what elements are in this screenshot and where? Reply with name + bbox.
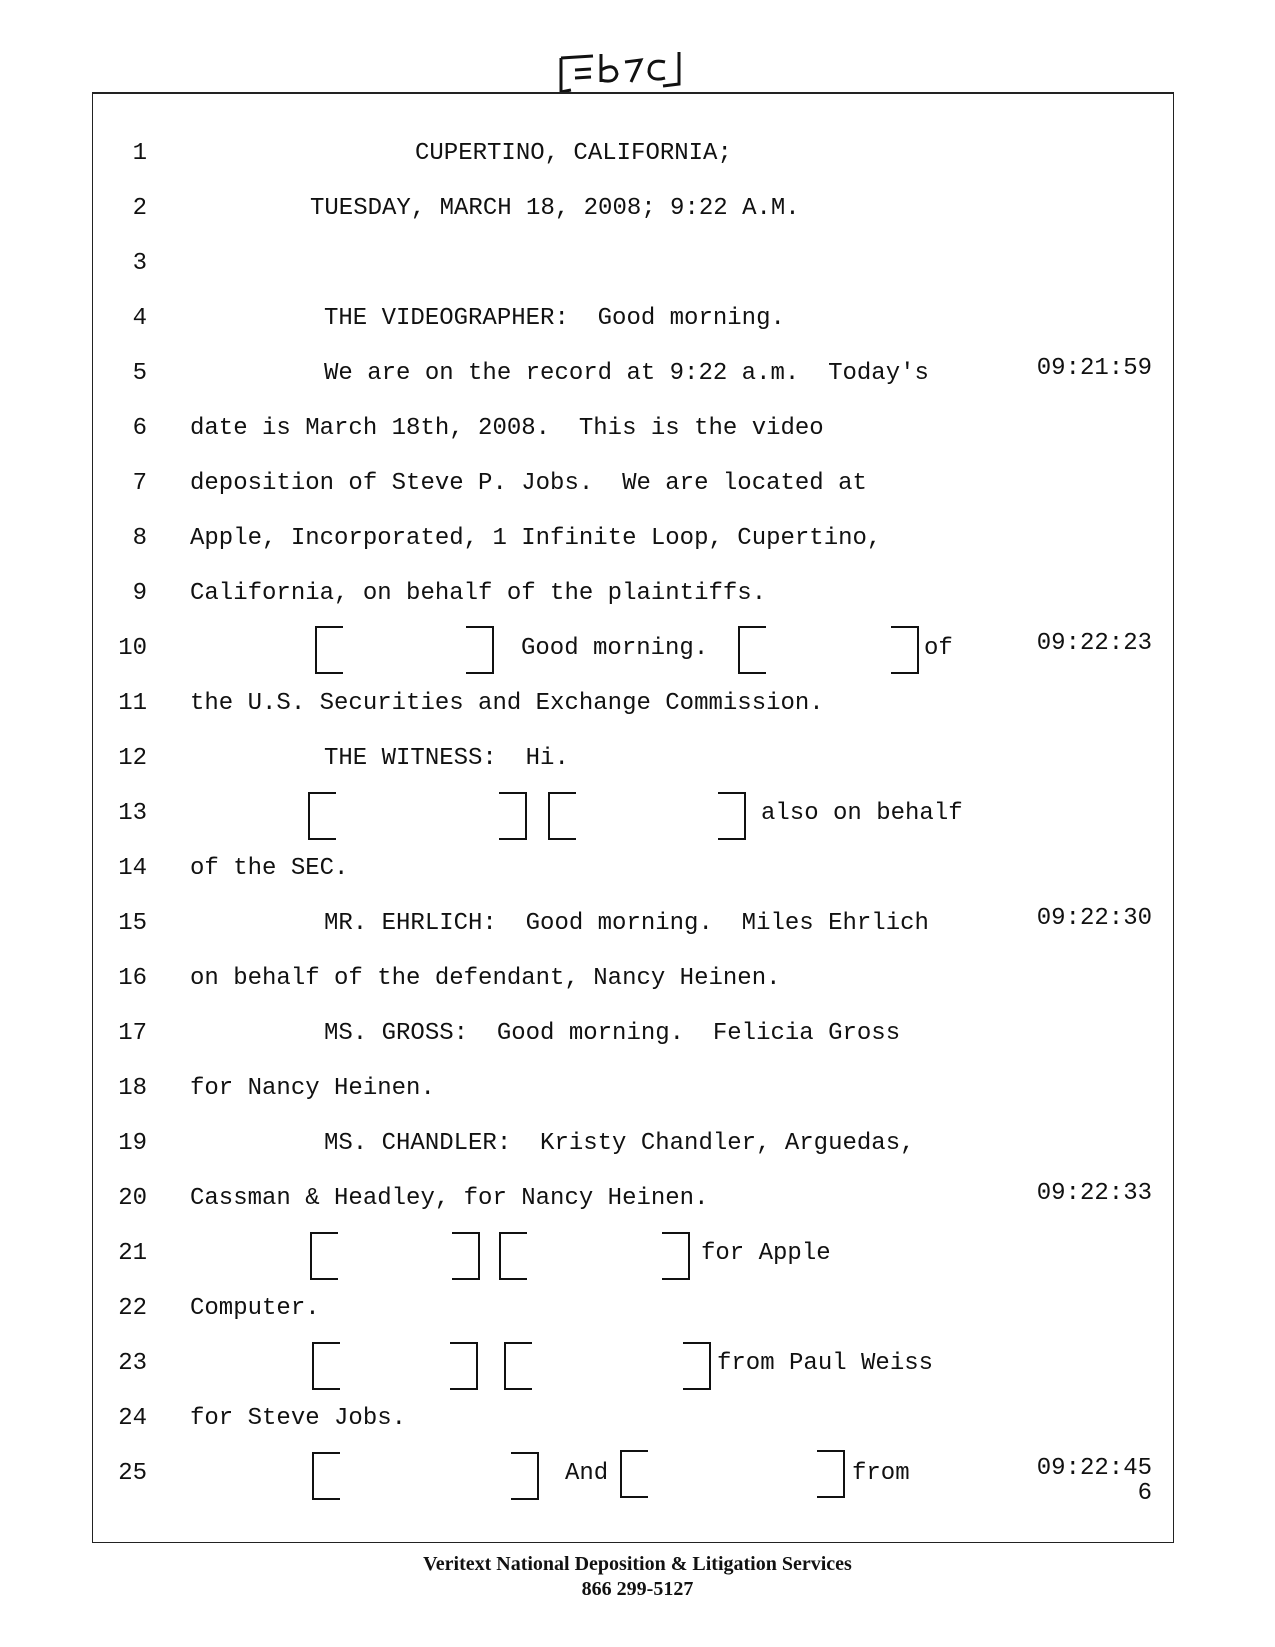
transcript-line: TUESDAY, MARCH 18, 2008; 9:22 A.M. [310,195,800,222]
line-number: 10 [118,635,147,662]
line-number: 13 [118,800,147,827]
transcript-line: of the SEC. [190,855,349,882]
timestamp: 09:22:45 [1036,1455,1152,1482]
redaction-bracket [548,792,746,840]
line-number: 2 [132,195,147,222]
transcript-line: MR. EHRLICH: Good morning. Miles Ehrlich [324,910,929,937]
redaction-bracket [738,626,919,674]
line-number: 3 [132,250,147,277]
line-number: 6 [132,415,147,442]
line-number: 20 [118,1185,147,1212]
transcript-line: Cassman & Headley, for Nancy Heinen. [190,1185,709,1212]
transcript-line: for Apple [701,1240,831,1267]
timestamp: 09:22:23 [1036,630,1152,657]
line-number: 11 [118,690,147,717]
transcript-line: for Steve Jobs. [190,1405,407,1432]
line-number: 1 [132,140,147,167]
line-number: 9 [132,580,147,607]
line-number: 8 [132,525,147,552]
footer-company: Veritext National Deposition & Litigatio… [423,1553,852,1575]
line-number: 4 [132,305,147,332]
redaction-bracket [312,1452,539,1500]
timestamp: 09:21:59 [1036,355,1152,382]
transcript-line: for Nancy Heinen. [190,1075,435,1102]
line-number: 7 [132,470,147,497]
line-number: 12 [118,745,147,772]
line-number: 14 [118,855,147,882]
page-number: 6 [1137,1480,1152,1507]
line-number: 16 [118,965,147,992]
redaction-bracket [308,792,527,840]
handwritten-redaction-stamp [559,52,681,94]
line-number: 22 [118,1295,147,1322]
line-number: 24 [118,1405,147,1432]
transcript-line: CUPERTINO, CALIFORNIA; [415,140,732,167]
transcript-line: from Paul Weiss [717,1350,934,1377]
transcript-line: MS. CHANDLER: Kristy Chandler, Arguedas, [324,1130,915,1157]
line-number: 5 [132,360,147,387]
timestamp: 09:22:33 [1036,1180,1152,1207]
line-number: 23 [118,1350,147,1377]
transcript-line: on behalf of the defendant, Nancy Heinen… [190,965,781,992]
transcript-line: California, on behalf of the plaintiffs. [190,580,767,607]
transcript-line: also on behalf [761,800,963,827]
transcript-line: Good morning. [521,635,709,662]
transcript-line: THE VIDEOGRAPHER: Good morning. [324,305,785,332]
timestamp: 09:22:30 [1036,905,1152,932]
transcript-line: of [924,635,953,662]
redaction-bracket [315,626,494,674]
transcript-line: deposition of Steve P. Jobs. We are loca… [190,470,867,497]
line-number: 25 [118,1460,147,1487]
line-number: 18 [118,1075,147,1102]
redaction-bracket [504,1342,711,1390]
footer-phone: 866 299-5127 [581,1578,694,1600]
transcript-line: the U.S. Securities and Exchange Commiss… [190,690,824,717]
line-number: 21 [118,1240,147,1267]
transcript-line: Apple, Incorporated, 1 Infinite Loop, Cu… [190,525,882,552]
transcript-line: MS. GROSS: Good morning. Felicia Gross [324,1020,901,1047]
transcript-line: And [565,1460,609,1487]
redaction-bracket [310,1232,480,1280]
transcript-line: Computer. [190,1295,320,1322]
transcript-page-frame [92,92,1174,1543]
line-number: 15 [118,910,147,937]
redaction-bracket [499,1232,690,1280]
transcript-line: We are on the record at 9:22 a.m. Today'… [324,360,929,387]
transcript-line: THE WITNESS: Hi. [324,745,569,772]
redaction-bracket [312,1342,478,1390]
line-number: 19 [118,1130,147,1157]
line-number: 17 [118,1020,147,1047]
transcript-line: date is March 18th, 2008. This is the vi… [190,415,824,442]
transcript-line: from [852,1460,910,1487]
redaction-bracket [620,1450,845,1498]
